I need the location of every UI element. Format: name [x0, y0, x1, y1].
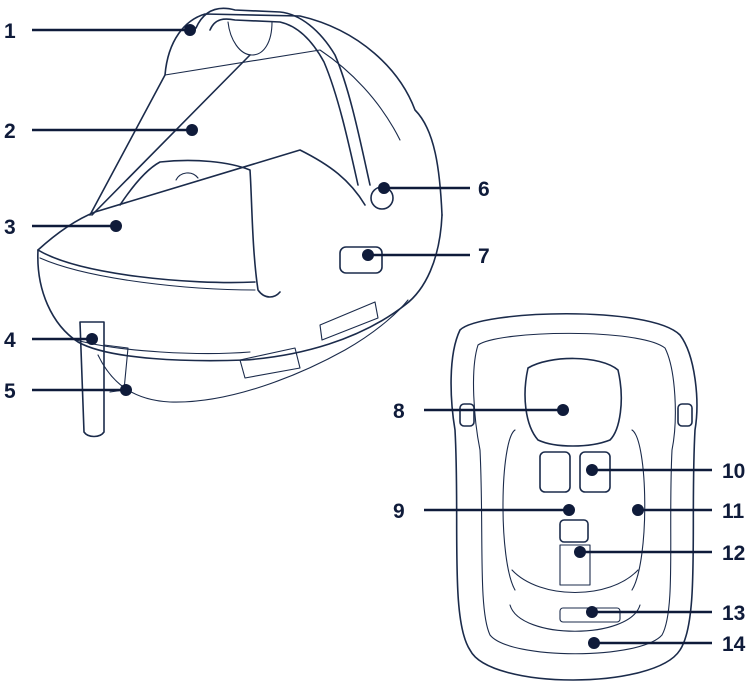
- canopy-fold: [165, 50, 400, 140]
- seat-cushion: [512, 570, 638, 593]
- callout-label: 12: [722, 542, 745, 565]
- callout-label: 6: [478, 178, 490, 201]
- side-release: [340, 247, 382, 273]
- carrier-side-view: [38, 8, 442, 436]
- callout-4: 4: [4, 329, 98, 352]
- handle-grip: [228, 22, 272, 55]
- head-rest-hint: [176, 173, 198, 180]
- callout-label: 2: [4, 120, 16, 143]
- callout-2: 2: [4, 120, 198, 143]
- callout-label: 11: [722, 500, 745, 523]
- canopy: [90, 14, 442, 215]
- apron-top: [38, 150, 365, 250]
- hub-right: [678, 404, 692, 426]
- rim-inner: [40, 258, 255, 290]
- canopy-front-edge: [92, 55, 250, 215]
- callout-label: 13: [722, 602, 745, 625]
- callout-14: 14: [588, 633, 746, 656]
- carry-handle-inner: [210, 19, 358, 185]
- outer-shell: [451, 314, 697, 680]
- callout-label: 8: [393, 400, 405, 423]
- callout-9: 9: [393, 500, 575, 523]
- shell-body: [38, 215, 442, 361]
- buckle: [560, 520, 588, 542]
- hub-left: [460, 404, 474, 426]
- callout-7: 7: [362, 245, 490, 268]
- carrier-top-view: [451, 314, 697, 680]
- callout-11: 11: [632, 500, 745, 523]
- callout-label: 4: [4, 329, 16, 352]
- callout-label: 7: [478, 245, 490, 268]
- shoulder-pad-left: [540, 452, 570, 492]
- callout-3: 3: [4, 216, 122, 239]
- callout-label: 14: [722, 633, 746, 656]
- callout-label: 9: [393, 500, 405, 523]
- callout-label: 1: [4, 20, 16, 43]
- rim-edge: [38, 250, 255, 283]
- callout-8: 8: [393, 400, 569, 423]
- callout-12: 12: [574, 542, 745, 565]
- callout-6: 6: [378, 178, 490, 201]
- callout-1: 1: [4, 20, 196, 43]
- callout-label: 10: [722, 460, 745, 483]
- callout-label: 3: [4, 216, 16, 239]
- carry-handle: [196, 8, 370, 185]
- callout-label: 5: [4, 380, 16, 403]
- headrest: [525, 358, 621, 446]
